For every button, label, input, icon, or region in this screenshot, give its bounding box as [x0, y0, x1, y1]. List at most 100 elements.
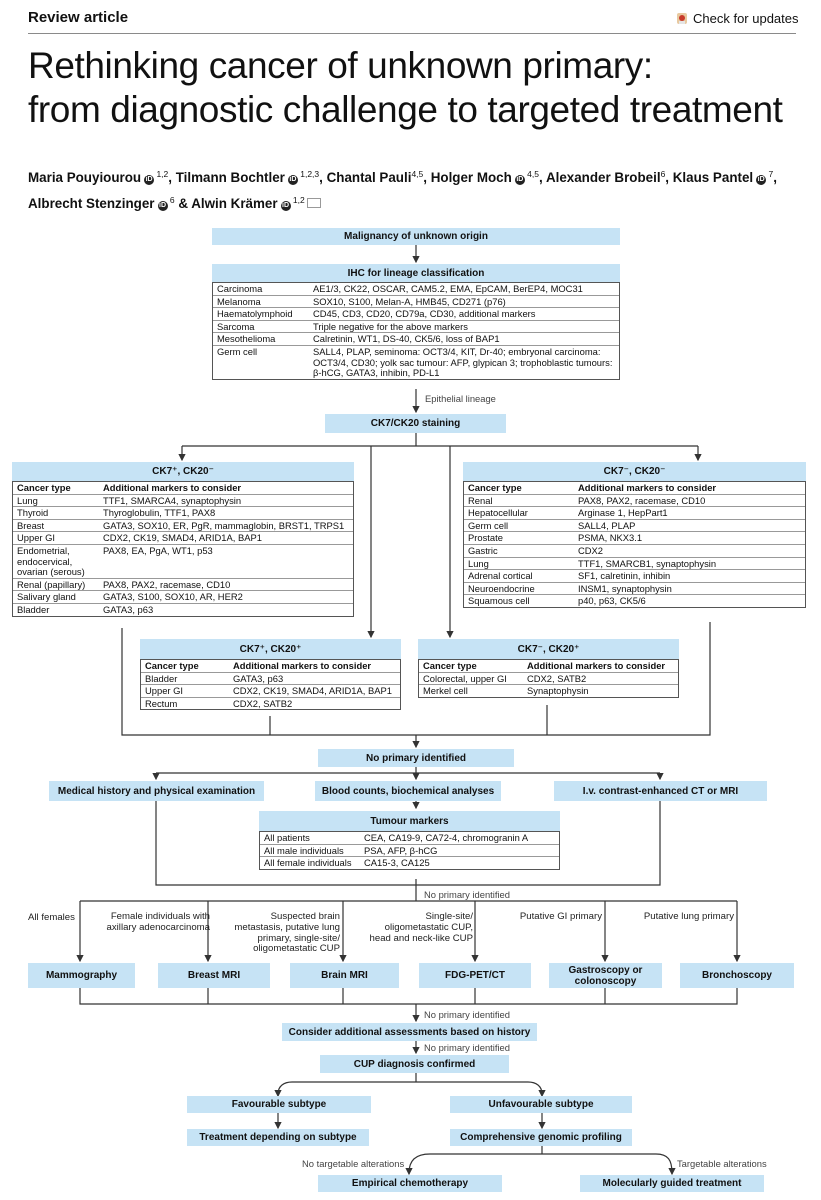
- author-name[interactable]: Alwin Krämer: [191, 196, 278, 211]
- author-separator: &: [174, 196, 192, 211]
- table-row: Melanoma SOX10, S100, Melan-A, HMB45, CD2…: [213, 294, 619, 308]
- author-separator: ,: [539, 170, 546, 185]
- author-name[interactable]: Alexander Brobeil: [545, 170, 661, 185]
- orcid-icon[interactable]: iD: [157, 201, 168, 211]
- table-cell-markers: Additional markers to consider: [578, 482, 717, 493]
- table-cell-type: Cancer type: [145, 660, 199, 671]
- author-affiliation: 1,2,3: [297, 169, 320, 179]
- section-label: Review article: [28, 9, 129, 26]
- table-cell-markers: CEA, CA19-9, CA72-4, chromogranin A: [364, 832, 529, 843]
- table-cell-type: Lung: [468, 557, 489, 569]
- orcid-icon[interactable]: iD: [756, 175, 767, 185]
- author-name[interactable]: Albrecht Stenzinger: [28, 196, 155, 211]
- table-cell-type: Hepatocellular: [468, 507, 528, 519]
- table-cell-markers: Arginase 1, HepPart1: [578, 507, 668, 519]
- table-cell-markers: TTF1, SMARCB1, synaptophysin: [578, 557, 717, 569]
- check-for-updates[interactable]: Check for updates: [676, 11, 799, 26]
- orcid-icon[interactable]: iD: [280, 201, 291, 211]
- ck7neg-ck20neg-header: CK7⁻, CK20⁻: [463, 462, 806, 481]
- table-cell-markers: Additional markers to consider: [527, 660, 666, 671]
- author-separator: ,: [773, 170, 777, 185]
- table-cell-type: Renal: [468, 494, 493, 506]
- tumour-markers-table: All patients CEA, CA19-9, CA72-4, chromog…: [259, 831, 560, 870]
- table-cell-markers: SALL4, PLAP: [578, 519, 636, 531]
- empirical-chemo-box: Empirical chemotherapy: [318, 1175, 502, 1192]
- table-cell-markers: Triple negative for the above markers: [313, 320, 468, 332]
- author-name[interactable]: Maria Pouyiourou: [28, 170, 142, 185]
- author-separator: ,: [423, 170, 431, 185]
- table-cell-type: Neuroendocrine: [468, 582, 535, 594]
- no-primary-note-3: No primary identified: [424, 1042, 510, 1053]
- article-title: Rethinking cancer of unknown primary: fr…: [28, 44, 783, 132]
- update-badge-icon: [677, 13, 687, 24]
- table-row: Renal (papillary)PAX8, PAX2, racemase, C…: [13, 577, 353, 591]
- brain-mri-box: Brain MRI: [290, 963, 399, 988]
- ck7pos-ck20pos-header: CK7⁺, CK20⁺: [140, 639, 401, 659]
- table-cell-markers: Calretinin, WT1, DS-40, CK5/6, loss of B…: [313, 333, 500, 345]
- author-affiliation: 6: [660, 169, 666, 179]
- no-targetable-label: No targetable alterations: [302, 1158, 405, 1169]
- table-cell-type: Upper GI: [17, 532, 56, 544]
- ck7pos-ck20neg-header: CK7⁺, CK20⁻: [12, 462, 354, 481]
- mail-icon[interactable]: [306, 198, 321, 208]
- tumour-markers-header: Tumour markers: [259, 811, 560, 831]
- molecular-treatment-box: Molecularly guided treatment: [580, 1175, 764, 1192]
- table-cell-type: All patients: [264, 832, 310, 843]
- table-cell-type: Rectum: [145, 697, 178, 709]
- ck-staining-box: CK7/CK20 staining: [325, 414, 506, 433]
- table-cell-type: Haematolymphoid: [217, 308, 293, 320]
- table-row: Lung TTF1, SMARCB1, synaptophysin: [464, 556, 805, 570]
- table-cell-type: All female individuals: [264, 857, 352, 869]
- table-cell-markers: SOX10, S100, Melan-A, HMB45, CD271 (p76): [313, 295, 506, 307]
- table-cell-markers: GATA3, SOX10, ER, PgR, mammaglobin, BRST…: [103, 519, 345, 531]
- author-affiliation: 1,2: [290, 195, 305, 205]
- table-cell-type: Upper GI: [145, 685, 184, 697]
- table-cell-type: Salivary gland: [17, 591, 76, 603]
- table-cell-markers: PSMA, NKX3.1: [578, 532, 643, 544]
- table-cell-markers: CDX2: [578, 544, 604, 556]
- table-cell-type: Merkel cell: [423, 685, 468, 697]
- table-cell-markers: PSA, AFP, β-hCG: [364, 844, 438, 856]
- table-cell-markers: GATA3, p63: [233, 672, 284, 684]
- table-cell-markers: PAX8, EA, PgA, WT1, p53: [103, 544, 213, 556]
- cup-confirmed-box: CUP diagnosis confirmed: [320, 1055, 509, 1073]
- author-name[interactable]: Tilmann Bochtler: [175, 170, 285, 185]
- orcid-icon[interactable]: iD: [514, 175, 525, 185]
- ct-mri-box: I.v. contrast-enhanced CT or MRI: [554, 781, 767, 801]
- orcid-icon[interactable]: iD: [287, 175, 298, 185]
- author-affiliation: 7: [766, 169, 774, 179]
- no-primary-note-2: No primary identified: [424, 1009, 510, 1020]
- author-name[interactable]: Holger Moch: [430, 170, 512, 185]
- header-rule: [28, 33, 796, 34]
- criterion-putative-lung: Putative lung primary: [643, 911, 734, 922]
- criterion-putative-gi: Putative GI primary: [519, 911, 602, 922]
- table-cell-markers: PAX8, PAX2, racemase, CD10: [103, 578, 231, 590]
- table-cell-type: Melanoma: [217, 295, 261, 307]
- check-for-updates-label: Check for updates: [693, 11, 799, 26]
- table-cell-markers: CDX2, CK19, SMAD4, ARID1A, BAP1: [233, 685, 392, 697]
- orcid-icon[interactable]: iD: [144, 175, 155, 185]
- no-primary-note-1: No primary identified: [424, 889, 510, 900]
- criterion-female-axillary: Female individuals with axillary adenoca…: [106, 911, 210, 933]
- author-name[interactable]: Chantal Pauli: [326, 170, 412, 185]
- table-row: Hepatocellular Arginase 1, HepPart1: [464, 506, 805, 519]
- medical-history-box: Medical history and physical examination: [49, 781, 264, 801]
- table-cell-markers: Thyroglobulin, TTF1, PAX8: [103, 507, 216, 519]
- author-affiliation: 4,5: [524, 169, 539, 179]
- author-name[interactable]: Klaus Pantel: [672, 170, 754, 185]
